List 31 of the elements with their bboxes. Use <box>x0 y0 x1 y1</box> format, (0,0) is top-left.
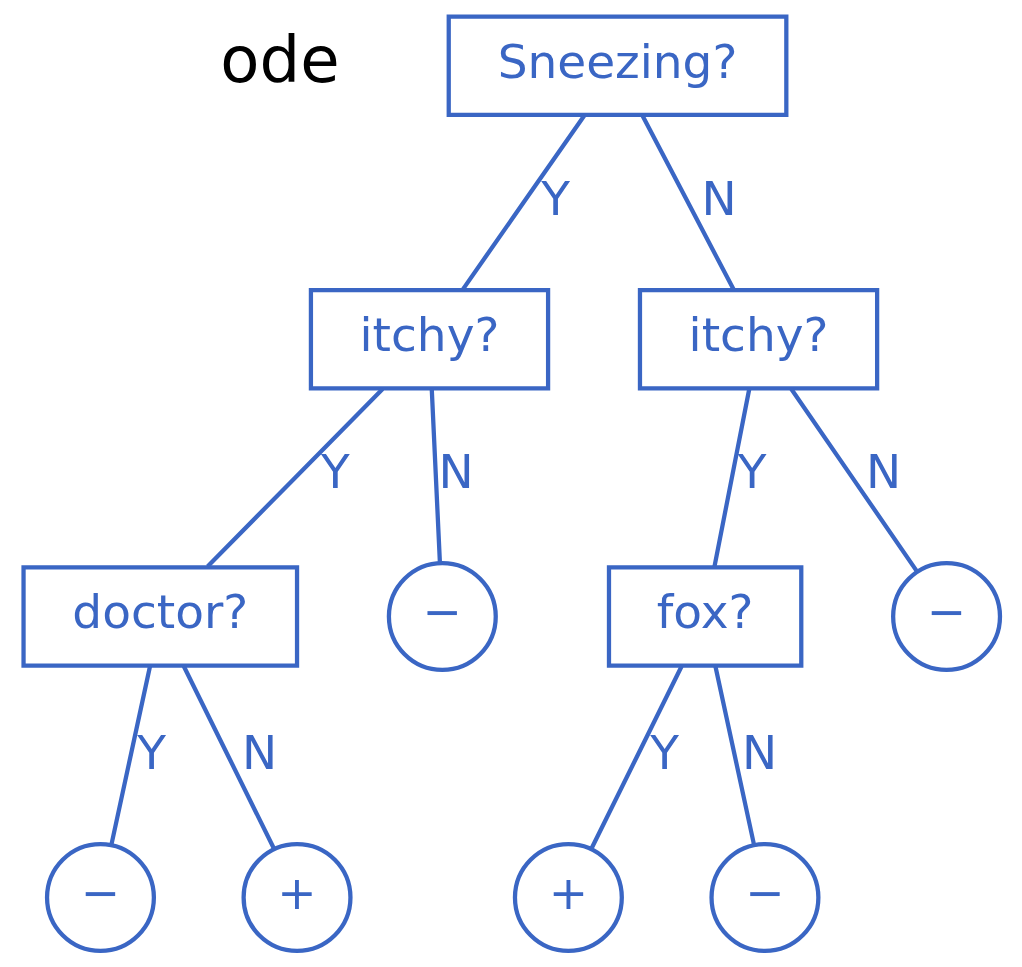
edge-label: N <box>438 444 474 499</box>
connector <box>789 387 919 574</box>
connector <box>712 665 756 847</box>
connector <box>640 114 736 292</box>
node-circle: − <box>386 560 498 673</box>
connector <box>429 388 442 564</box>
node-box: fox? <box>606 565 803 668</box>
node-box: itchy? <box>308 288 550 391</box>
node-box: doctor? <box>20 565 299 668</box>
edge-label: Y <box>136 724 166 780</box>
edge-label: Y <box>737 444 766 499</box>
node-circle: − <box>44 841 156 953</box>
edge-label: Y <box>540 170 570 226</box>
node-circle: − <box>890 560 1002 673</box>
connector <box>181 665 276 851</box>
edge-label: N <box>741 724 777 780</box>
label: ode <box>219 22 340 97</box>
connector <box>205 387 384 568</box>
node-box: itchy? <box>637 288 879 391</box>
edge-label: N <box>241 724 277 780</box>
edge-label: Y <box>320 444 350 499</box>
connector <box>588 665 684 851</box>
node-circle: + <box>241 841 353 953</box>
edge-label: N <box>865 444 901 499</box>
connector <box>108 665 152 847</box>
node-circle: + <box>512 841 624 953</box>
edge-label: Y <box>649 724 679 780</box>
edge-label: N <box>700 170 737 226</box>
connector <box>711 388 751 567</box>
node-box: Sneezing? <box>446 14 788 118</box>
node-circle: − <box>708 841 820 953</box>
